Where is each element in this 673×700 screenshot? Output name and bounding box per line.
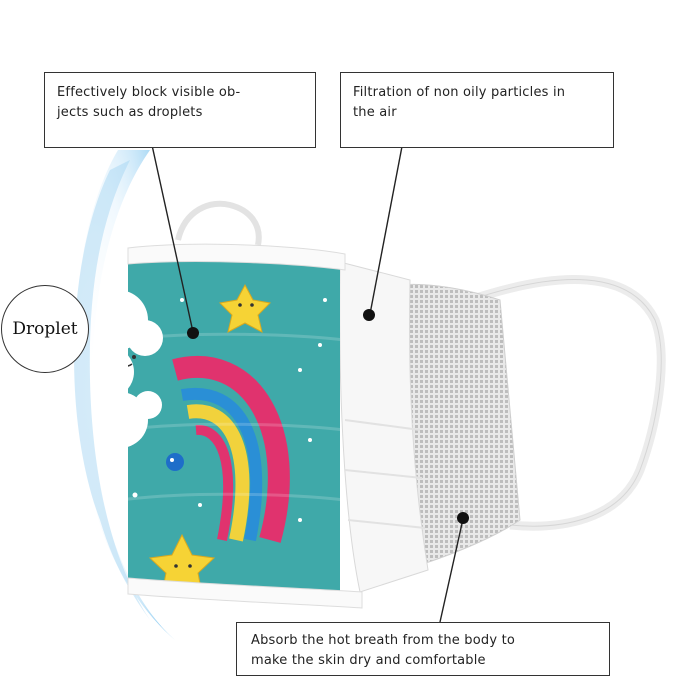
white-middle-layer	[339, 261, 429, 593]
back-ear-loop	[175, 200, 262, 246]
callout-filtration-line1: Filtration of non oily particles in	[353, 85, 566, 100]
callout-block-droplets-line1: Effectively block visible ob-	[57, 85, 241, 100]
callout-absorb-breath-line1: Absorb the hot breath from the body to	[251, 633, 516, 648]
callout-filtration-line2: the air	[353, 105, 397, 120]
pointer-dot-2	[363, 309, 375, 321]
callout-absorb-breath: Absorb the hot breath from the body to m…	[236, 622, 610, 676]
pointer-line-1	[149, 135, 194, 333]
callout-block-droplets-line2: jects such as droplets	[57, 105, 203, 120]
pointer-dot-1	[187, 327, 199, 339]
rainbow	[172, 355, 290, 543]
pointer-line-3	[439, 518, 464, 623]
printed-mask-body	[128, 259, 340, 592]
pointer-dot-3	[457, 512, 469, 524]
droplet-label: Droplet	[12, 319, 78, 339]
droplet-label-circle: Droplet	[1, 285, 89, 373]
droplet-shield	[74, 150, 175, 640]
callout-block-droplets: Effectively block visible ob- jects such…	[44, 72, 316, 148]
callout-filtration: Filtration of non oily particles in the …	[340, 72, 614, 148]
callout-absorb-breath-line2: make the skin dry and comfortable	[251, 653, 486, 668]
pointer-line-2	[369, 135, 405, 315]
star-top	[218, 283, 272, 333]
